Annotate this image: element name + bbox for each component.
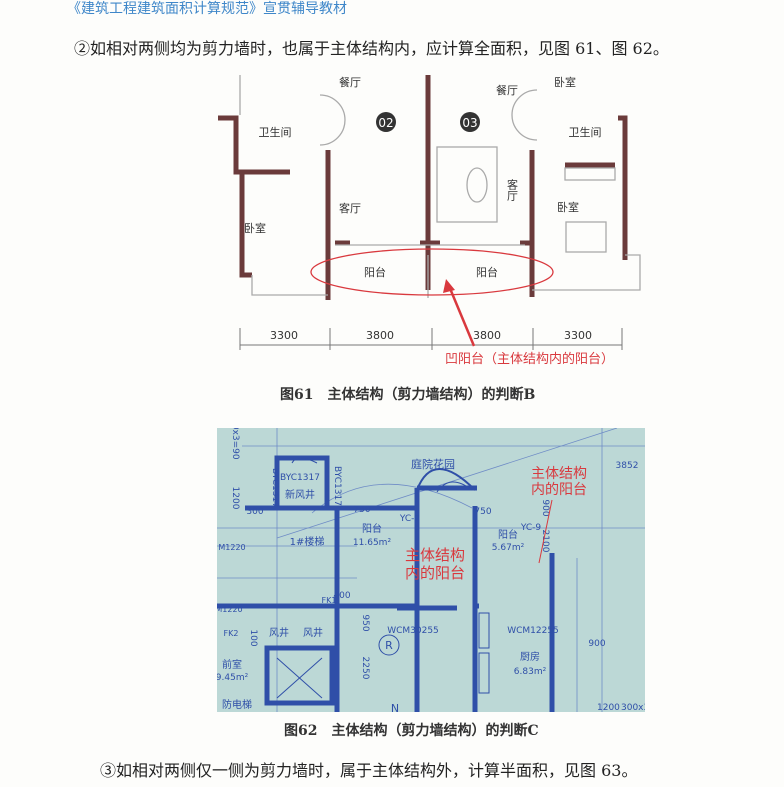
room-balcony-left: 阳台: [364, 265, 386, 279]
concave-balcony-annotation: 凹阳台（主体结构内的阳台）: [445, 351, 614, 367]
label-m1220-b: M1220: [217, 605, 243, 614]
dimension-2: 3800: [366, 329, 394, 342]
unit-badge-02: [376, 112, 396, 132]
room-bed-top-right: 卧室: [554, 75, 576, 89]
label-elevator: 防电梯: [222, 698, 252, 711]
dim-900-b: 900: [588, 639, 605, 649]
dim-750-b: 750: [474, 507, 491, 517]
room-living-right: 客厅: [506, 178, 519, 201]
annotation-top-line2: 内的阳台: [531, 482, 587, 498]
label-m1220-a: M1220: [218, 543, 245, 552]
dim-300x3-a: 300x3=90: [230, 428, 240, 460]
room-dining-left: 餐厅: [339, 75, 361, 89]
label-r-mark: R: [385, 639, 393, 652]
label-stairs: 1#楼梯: [290, 535, 325, 548]
figure-61-caption: 图61 主体结构（剪力墙结构）的判断B: [280, 387, 536, 403]
dim-950: 950: [360, 614, 370, 631]
label-yc9: YC-9: [520, 523, 542, 533]
room-balcony-right: 阳台: [476, 265, 498, 279]
running-header: 《建筑工程建筑面积计算规范》宣贯辅导教材: [67, 1, 347, 17]
label-garden: 庭院花园: [411, 457, 455, 471]
label-new-air-shaft: 新风井: [285, 488, 315, 501]
room-bed-right: 卧室: [557, 200, 579, 214]
room-bed-left: 卧室: [244, 221, 266, 235]
annotation-center-line1: 主体结构: [405, 546, 465, 564]
label-kitchen-area: 6.83m²: [514, 667, 547, 677]
unit-badge-03: [460, 112, 480, 132]
unit-label-02: 02: [378, 116, 393, 130]
r-mark-circle: [378, 634, 400, 656]
label-window-code-top: BYC1317: [280, 473, 320, 483]
label-lobby: 前室: [222, 658, 242, 671]
label-lobby-area: 9.45m²: [217, 673, 249, 683]
balcony-highlight-ellipse: [310, 248, 554, 296]
label-balcony-small-area: 5.67m²: [492, 543, 525, 553]
dim-300x3-b: 300x3=9: [621, 703, 645, 712]
label-balcony-big-area: 11.65m²: [353, 538, 392, 548]
dim-750-a: 750: [353, 505, 370, 515]
dim-400: 400: [333, 591, 350, 601]
dim-100: 100: [248, 629, 258, 646]
label-window-code-left: BYC1317: [270, 468, 280, 508]
room-living-left: 客厅: [339, 201, 361, 215]
annotation-top-line1: 主体结构: [531, 466, 587, 482]
dim-300: 300: [246, 507, 263, 517]
figure-62-caption: 图62 主体结构（剪力墙结构）的判断C: [284, 723, 539, 739]
label-wcm-right: WCM12255: [507, 626, 559, 636]
dimension-4: 3300: [564, 329, 592, 342]
thin-walls: [239, 75, 641, 298]
paragraph-shear-wall-one-side: ③如相对两侧仅一侧为剪力墙时，属于主体结构外，计算半面积，见图 63。: [100, 761, 638, 780]
blueprint-background: [217, 428, 645, 712]
label-fk2: FK2: [224, 629, 239, 638]
fixtures: [276, 457, 490, 699]
balcony-arch: [416, 468, 476, 491]
shear-walls: [217, 455, 555, 712]
label-balcony-small: 阳台: [498, 528, 518, 541]
dim-2100: 2100: [540, 530, 550, 553]
room-bath-left: 卫生间: [259, 125, 292, 139]
label-fk1: FK1: [322, 596, 337, 605]
label-shaft-1: 风井: [269, 626, 289, 639]
annotation-arrow: [447, 285, 476, 347]
dimension-1: 3300: [270, 329, 298, 342]
figure-62-blueprint: 庭院花园 BYC1317 新风井 BYC1317 BYC1317 1#楼梯 阳台…: [217, 428, 645, 712]
label-yc7: YC-7: [399, 514, 420, 524]
label-kitchen: 厨房: [520, 650, 540, 663]
annotation-pointer: [538, 499, 553, 564]
room-dining-right: 餐厅: [496, 83, 518, 97]
label-shaft-2: 风井: [303, 626, 323, 639]
dim-1200-b: 1200: [597, 703, 620, 712]
paragraph-shear-wall-both-sides: ②如相对两侧均为剪力墙时，也属于主体结构内，应计算全面积，见图 61、图 62。: [74, 39, 669, 58]
label-window-code-right: BYC1317: [332, 466, 342, 506]
annotation-center-line2: 内的阳台: [405, 564, 465, 582]
label-n-mark: N: [391, 702, 399, 712]
dimension-3: 3800: [473, 329, 501, 342]
room-bath-right: 卫生间: [569, 125, 602, 139]
arrow-head-icon: [443, 279, 455, 293]
shear-walls: [218, 75, 628, 300]
dim-3852: 3852: [616, 461, 639, 471]
dim-900-a: 900: [540, 499, 550, 516]
dim-2250: 2250: [360, 657, 370, 680]
dimension-line: [239, 328, 623, 350]
label-wcm-left: WCM30255: [387, 626, 439, 636]
label-balcony-big: 阳台: [362, 522, 382, 535]
dim-1200: 1200: [230, 487, 240, 510]
unit-label-03: 03: [462, 116, 477, 130]
